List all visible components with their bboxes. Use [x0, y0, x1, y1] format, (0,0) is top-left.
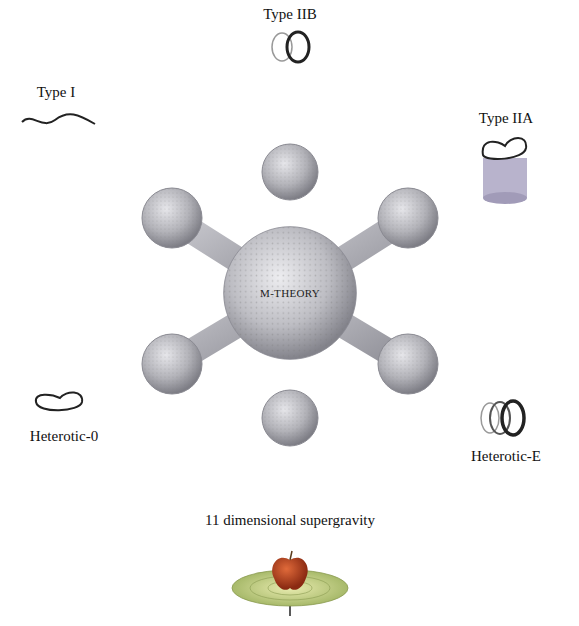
- m-theory-sphere: M-THEORY: [223, 226, 357, 360]
- node-title: M-THEORY: [260, 287, 320, 299]
- theory-label: Heterotic-0: [30, 428, 98, 445]
- theory-label: 11 dimensional supergravity: [205, 512, 375, 529]
- theory-label: Type IIB: [263, 6, 317, 23]
- theory-label: Type I: [37, 84, 76, 101]
- theory-label: Heterotic-E: [471, 448, 541, 465]
- theory-label: Type IIA: [479, 110, 533, 127]
